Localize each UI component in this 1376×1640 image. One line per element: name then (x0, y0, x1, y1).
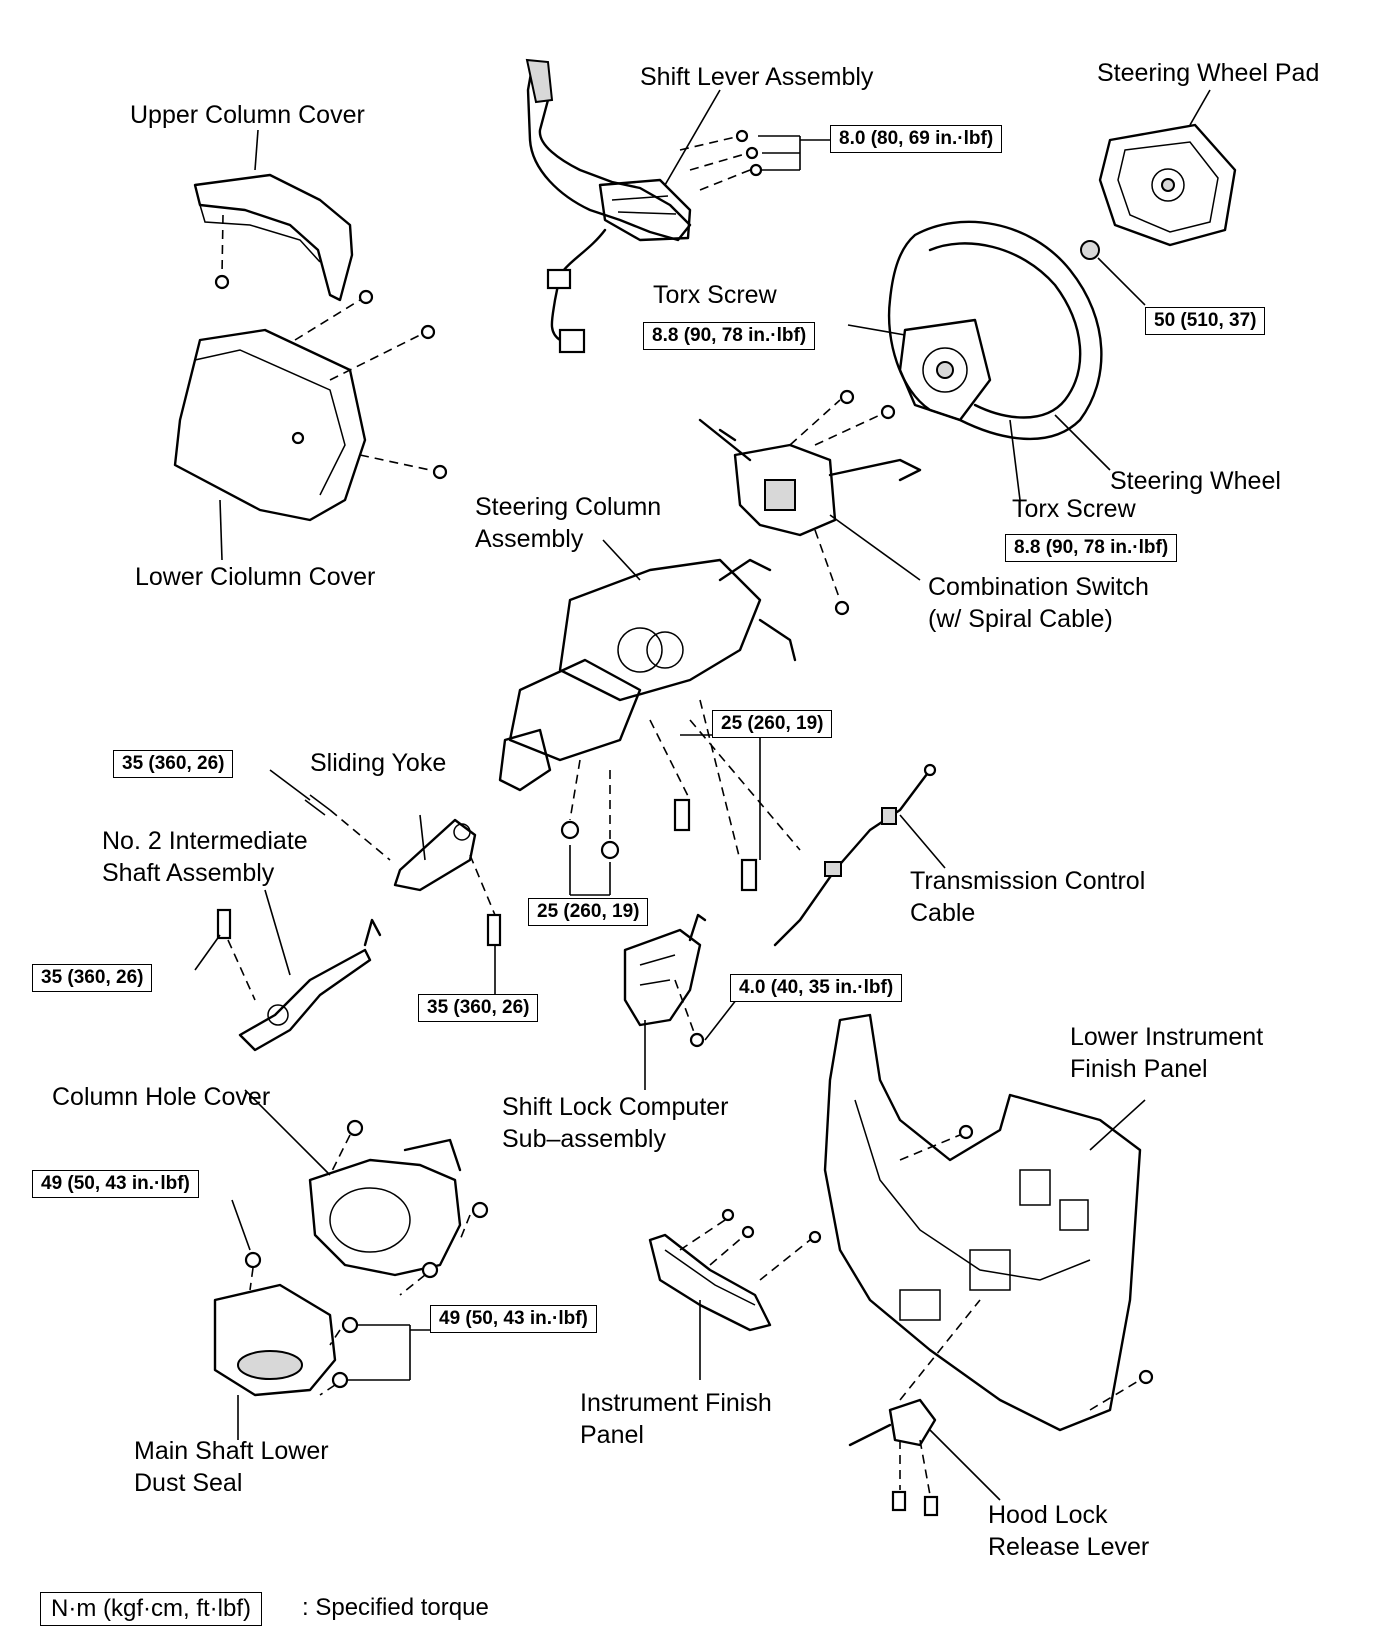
torque-torx-lower: 8.8 (90, 78 in.·lbf) (1005, 534, 1178, 562)
torx-upper-leader (847, 324, 906, 336)
column-hole-cover-drawing (244, 1089, 489, 1296)
intermediate-shaft-drawing (194, 889, 382, 1052)
label-dust-seal-2: Dust Seal (134, 1469, 243, 1497)
combination-switch-drawing (698, 389, 922, 616)
transmission-cable-drawing (773, 763, 946, 947)
torque-wheel-nut: 50 (510, 37) (1145, 307, 1266, 335)
instrument-finish-panel-drawing (648, 1208, 822, 1380)
label-shift-lock-2: Sub–assembly (502, 1125, 666, 1153)
label-instrument-panel-1: Instrument Finish (580, 1389, 772, 1417)
torque-intermediate-bolt: 35 (360, 26) (32, 964, 153, 992)
sliding-yoke-drawing (269, 769, 502, 995)
label-lower-column-cover: Lower Ciolumn Cover (135, 563, 376, 591)
dust-seal-drawing (213, 1199, 430, 1440)
label-intermediate-1: No. 2 Intermediate (102, 827, 308, 855)
label-lower-instrument-1: Lower Instrument (1070, 1023, 1264, 1051)
label-upper-column-cover: Upper Column Cover (130, 101, 365, 129)
torx-lower-leader (1009, 419, 1021, 501)
label-torx-screw-upper: Torx Screw (653, 281, 777, 309)
torque-column-bolts: 25 (260, 19) (712, 710, 833, 738)
label-transmission-cable-1: Transmission Control (910, 867, 1146, 895)
torque-torx-upper: 8.8 (90, 78 in.·lbf) (643, 322, 816, 350)
label-lower-instrument-2: Finish Panel (1070, 1055, 1208, 1083)
torque-yoke-lower-bolt: 35 (360, 26) (418, 994, 539, 1022)
label-dust-seal-1: Main Shaft Lower (134, 1437, 329, 1465)
steering-column-assembly-drawing (498, 539, 801, 896)
label-steering-wheel-pad: Steering Wheel Pad (1097, 59, 1320, 87)
torque-shift-lever: 8.0 (80, 69 in.·lbf) (830, 125, 1003, 153)
torque-dust-seal-nuts: 49 (50, 43 in.·lbf) (430, 1305, 597, 1333)
label-shift-lock-1: Shift Lock Computer (502, 1093, 729, 1121)
label-steering-wheel: Steering Wheel (1110, 467, 1281, 495)
upper-column-cover-drawing (193, 129, 354, 302)
legend-text: : Specified torque (302, 1594, 489, 1621)
torque-hole-cover-nut: 49 (50, 43 in.·lbf) (32, 1170, 199, 1198)
torque-shift-lock: 4.0 (40, 35 in.·lbf) (730, 974, 903, 1002)
label-hood-lock-2: Release Lever (988, 1533, 1150, 1561)
label-combination-switch-2: (w/ Spiral Cable) (928, 605, 1113, 633)
label-shift-lever-assembly: Shift Lever Assembly (640, 63, 874, 91)
label-steering-column-1: Steering Column (475, 493, 662, 521)
label-torx-screw-lower: Torx Screw (1012, 495, 1136, 523)
shift-lock-computer-drawing (623, 913, 741, 1090)
legend-unit-box: N·m (kgf·cm, ft·lbf) (40, 1592, 262, 1626)
label-hood-lock-1: Hood Lock (988, 1501, 1108, 1529)
lower-column-cover-drawing (173, 289, 448, 561)
lower-instrument-panel-drawing (823, 1013, 1154, 1432)
label-sliding-yoke: Sliding Yoke (310, 749, 447, 777)
steering-wheel-drawing (887, 220, 1111, 471)
label-column-hole-cover: Column Hole Cover (52, 1083, 271, 1111)
steering-wheel-pad-drawing (1080, 89, 1237, 306)
label-combination-switch-1: Combination Switch (928, 573, 1149, 601)
torque-yoke-bolt: 35 (360, 26) (113, 750, 234, 778)
label-intermediate-2: Shaft Assembly (102, 859, 275, 887)
shift-lever-assembly-drawing (525, 58, 830, 354)
hood-lock-release-drawing (848, 1398, 1001, 1517)
label-steering-column-2: Assembly (475, 525, 584, 553)
label-transmission-cable-2: Cable (910, 899, 976, 927)
torque-column-nuts: 25 (260, 19) (528, 898, 649, 926)
label-instrument-panel-2: Panel (580, 1421, 644, 1449)
